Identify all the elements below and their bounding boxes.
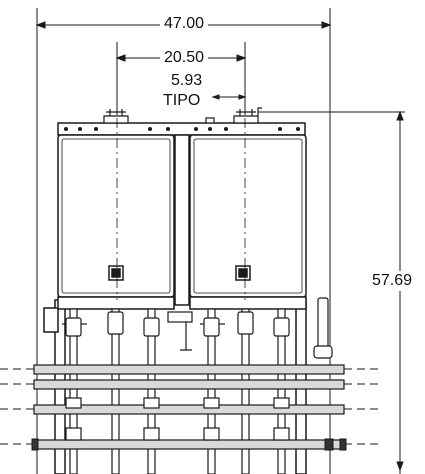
heater-base-right bbox=[189, 296, 307, 310]
dimension-label-offset-note: TIPO bbox=[163, 92, 201, 109]
heater-base-left bbox=[57, 296, 175, 310]
manifold-4 bbox=[33, 439, 345, 450]
arrow-offset-right bbox=[238, 94, 247, 100]
pipe-2 bbox=[111, 308, 120, 474]
heater-panel-right bbox=[193, 138, 303, 294]
pipe-6 bbox=[277, 308, 286, 474]
valve-1 bbox=[65, 317, 82, 337]
arrow-spacing-right bbox=[236, 54, 247, 62]
manifold-1 bbox=[33, 364, 345, 375]
heater-unit-right bbox=[189, 134, 307, 310]
lower-fittings bbox=[65, 397, 290, 441]
dimension-overall-height bbox=[396, 110, 404, 474]
dimension-label-offset: 5.93 bbox=[171, 72, 203, 89]
valve-5 bbox=[237, 311, 254, 335]
arrow-spacing-left bbox=[115, 54, 126, 62]
cross-fitting bbox=[167, 311, 193, 323]
dimension-label-overall-width: 47.00 bbox=[160, 16, 209, 32]
dimension-unit-spacing bbox=[115, 42, 247, 115]
valve-4 bbox=[203, 317, 220, 337]
arrow-left bbox=[35, 21, 46, 29]
heater-panel-left bbox=[61, 138, 171, 294]
control-icon-right bbox=[238, 268, 248, 278]
arrow-right bbox=[321, 21, 332, 29]
pipe-5 bbox=[241, 308, 250, 474]
valve-6 bbox=[273, 317, 290, 337]
arrow-offset-left bbox=[211, 94, 220, 100]
manifold-end-caps bbox=[31, 438, 347, 451]
valve-3 bbox=[143, 317, 160, 337]
top-rail-bolts bbox=[64, 127, 300, 131]
valve-assembly bbox=[62, 297, 333, 474]
manifold-2 bbox=[33, 379, 345, 390]
pipe-1 bbox=[69, 308, 78, 474]
small-fitting bbox=[205, 117, 215, 124]
pipe-4 bbox=[207, 308, 216, 474]
vent-fittings bbox=[103, 107, 262, 124]
heater-unit-left bbox=[57, 134, 175, 310]
relief-elbow bbox=[313, 345, 333, 359]
control-icon-left bbox=[111, 268, 121, 278]
manifold-dashes bbox=[0, 368, 380, 445]
dimension-offset bbox=[211, 94, 405, 113]
side-bracket bbox=[43, 307, 59, 333]
valve-2 bbox=[107, 311, 124, 335]
pipe-3 bbox=[147, 308, 156, 474]
arrow-top bbox=[396, 110, 404, 121]
dimension-label-unit-spacing: 20.50 bbox=[160, 50, 209, 66]
arrow-bottom bbox=[396, 461, 404, 472]
center-divider bbox=[174, 134, 190, 306]
dimension-label-overall-height: 57.69 bbox=[372, 271, 413, 291]
